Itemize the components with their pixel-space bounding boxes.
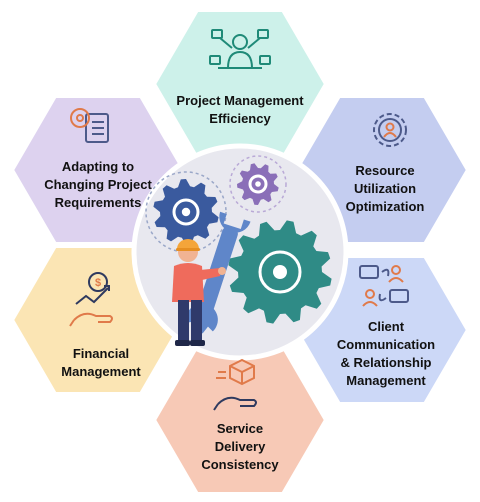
label-service-delivery: Service Delivery Consistency	[201, 421, 279, 472]
team-manager-icon	[209, 29, 271, 69]
resource-gear-person-icon	[373, 113, 407, 147]
gear-document-icon	[70, 108, 109, 143]
blue-gear-icon	[145, 171, 227, 253]
label-client-communication: Client Communication & Relationship Mana…	[336, 319, 436, 388]
hand-delivery-box-icon	[213, 358, 257, 411]
worker-with-wrench-illustration	[172, 211, 251, 346]
hand-money-growth-icon: $	[69, 272, 113, 327]
label-financial-management: Financial Management	[61, 346, 141, 379]
client-chat-icon	[359, 265, 409, 307]
hexagon-project-management-efficiency	[151, 8, 329, 160]
label-adapting-requirements: Adapting to Changing Project Requirement…	[44, 159, 152, 210]
label-resource-utilization: Resource Utilization Optimization	[345, 163, 425, 214]
purple-gear-icon	[229, 155, 287, 213]
teal-gear-icon	[228, 220, 332, 324]
label-project-management-efficiency: Project Management Efficiency	[176, 93, 304, 126]
svg-text:$: $	[95, 277, 101, 289]
